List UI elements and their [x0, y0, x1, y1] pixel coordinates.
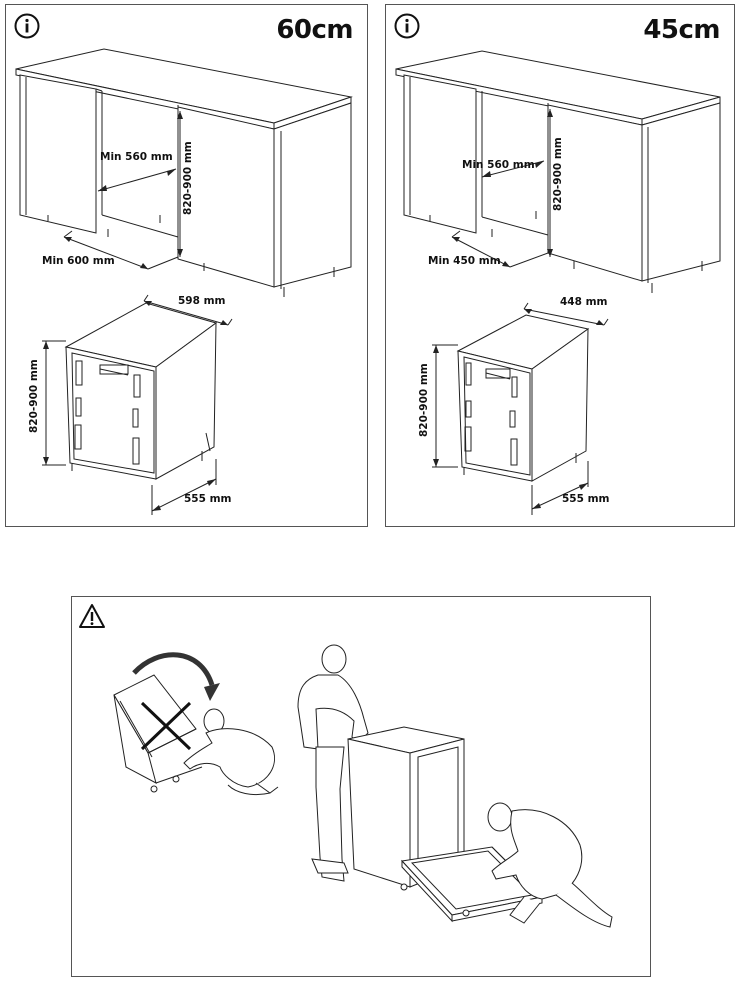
panel-title: 60cm — [276, 15, 353, 45]
kitchen-niche-60-drawing — [6, 5, 369, 528]
appliance-depth-label: 555 mm — [184, 493, 232, 505]
panel-60cm: 60cm — [5, 4, 368, 527]
appliance-height-label: 820-900 mm — [418, 363, 430, 437]
niche-width-label: Min 560 mm — [100, 151, 173, 163]
niche-width-label: Min 560 mm — [462, 159, 535, 171]
kitchen-niche-45-drawing — [386, 5, 736, 528]
depth-label: Min 600 mm — [42, 255, 115, 267]
appliance-width-label: 448 mm — [560, 296, 608, 308]
panel-45cm: 45cm — [385, 4, 735, 527]
info-icon — [14, 13, 40, 39]
depth-label: Min 450 mm — [428, 255, 501, 267]
panel-handling-warning — [71, 596, 651, 977]
niche-height-label: 820-900 mm — [552, 137, 564, 211]
warning-triangle-icon — [79, 604, 105, 628]
appliance-height-label: 820-900 mm — [28, 359, 40, 433]
appliance-width-label: 598 mm — [178, 295, 226, 307]
appliance-depth-label: 555 mm — [562, 493, 610, 505]
info-icon — [394, 13, 420, 39]
niche-height-label: 820-900 mm — [182, 141, 194, 215]
panel-title: 45cm — [643, 15, 720, 45]
handling-illustration — [72, 597, 652, 978]
